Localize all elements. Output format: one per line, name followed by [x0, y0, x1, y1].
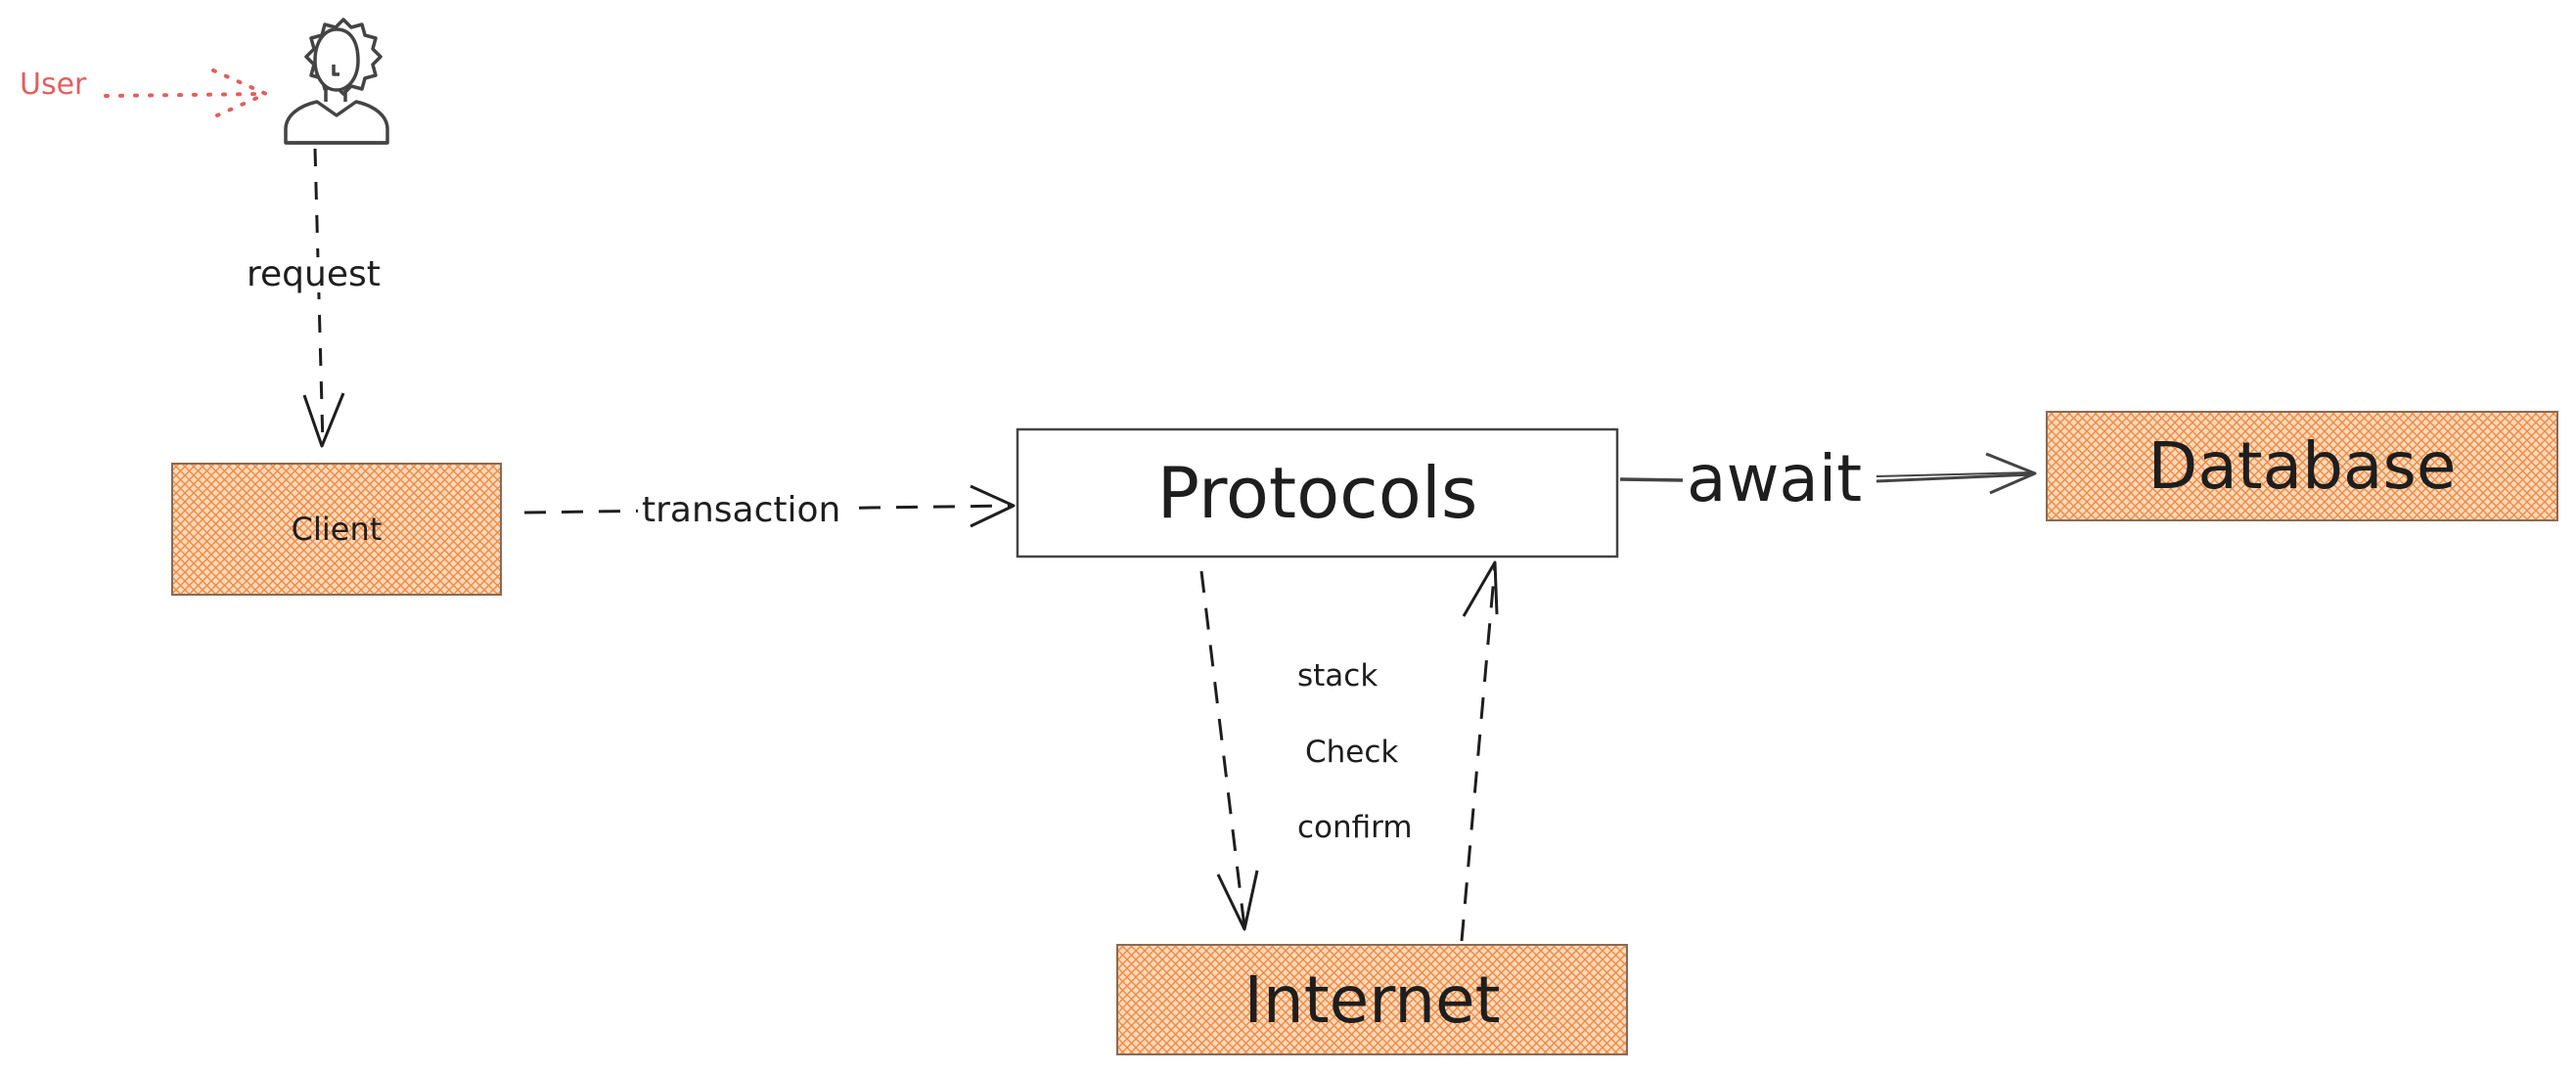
database-label: Database [2147, 428, 2457, 504]
await-edge-label: await [1683, 447, 1867, 512]
protocols-label: Protocols [1156, 452, 1478, 534]
internet-label: Internet [1243, 961, 1501, 1038]
request-edge [302, 148, 345, 448]
internet-to-protocols-edge [1460, 560, 1499, 942]
confirm-annotation: confirm [1297, 810, 1413, 845]
client-label: Client [291, 511, 383, 548]
check-annotation: Check [1305, 735, 1399, 770]
user-label: User [20, 67, 87, 102]
user-pointer-arrow [104, 68, 271, 117]
request-edge-label: request [243, 257, 384, 292]
transaction-edge-label: transaction [638, 493, 845, 528]
await-edge [1619, 452, 2037, 495]
client-box [171, 463, 502, 596]
internet-box [1116, 944, 1628, 1055]
user-avatar-icon [284, 18, 389, 145]
database-box [2046, 411, 2558, 521]
stack-annotation: stack [1297, 658, 1378, 693]
protocols-box [1016, 427, 1619, 559]
protocols-to-internet-edge [1199, 570, 1259, 931]
